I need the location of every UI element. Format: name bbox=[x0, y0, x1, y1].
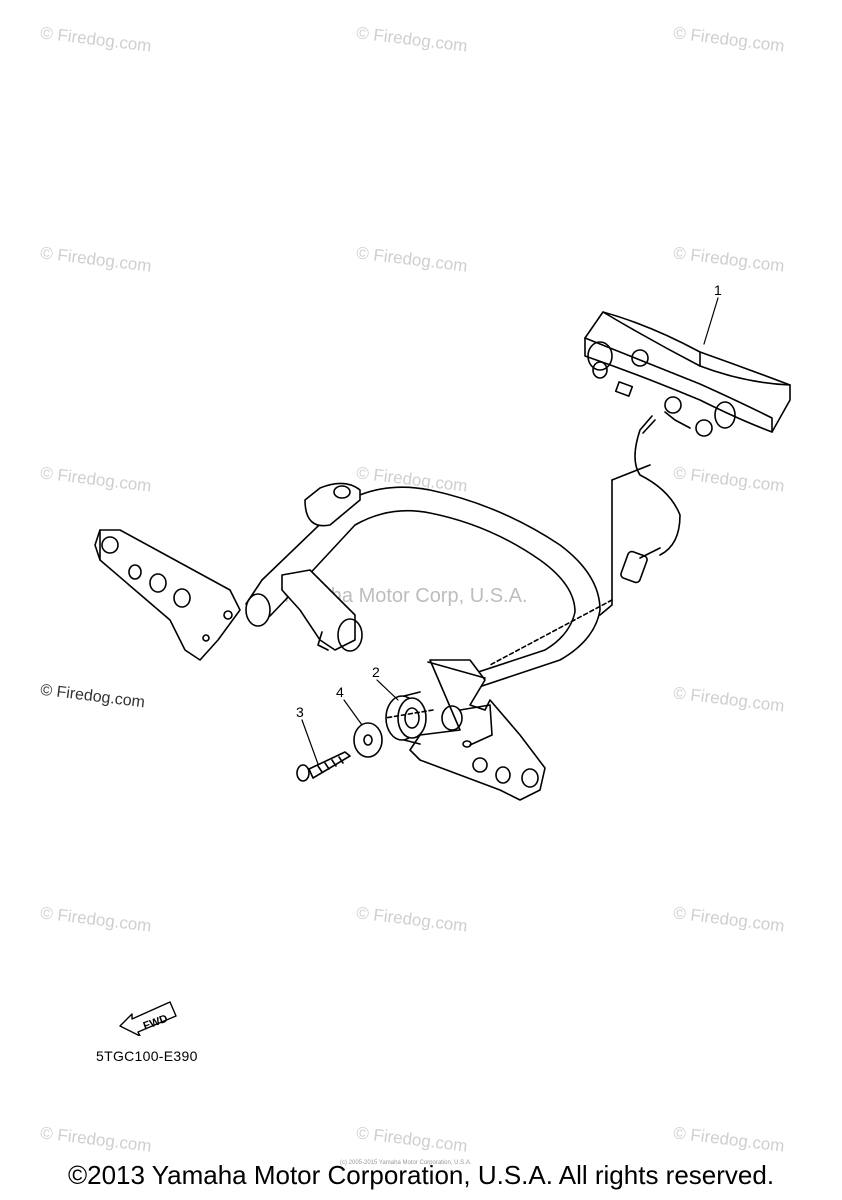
callout-3: 3 bbox=[296, 704, 304, 720]
callout-1: 1 bbox=[714, 282, 722, 298]
grommet bbox=[385, 691, 427, 745]
callout-4: 4 bbox=[336, 684, 344, 700]
copyright-footer: ©2013 Yamaha Motor Corporation, U.S.A. A… bbox=[67, 1160, 775, 1190]
hidden-lines bbox=[384, 599, 613, 719]
fwd-arrow-icon: FWD bbox=[119, 1001, 177, 1036]
rear-carrier-bracket bbox=[94, 482, 601, 801]
part-code: 5TGC100-E390 bbox=[96, 1048, 198, 1064]
washer bbox=[353, 722, 383, 758]
tail-light-assembly bbox=[584, 311, 791, 616]
callout-2: 2 bbox=[372, 664, 380, 680]
callout-leaders bbox=[301, 297, 719, 765]
screw bbox=[296, 751, 351, 782]
tiny-copyright: (c) 2005-2015 Yamaha Motor Corporation, … bbox=[340, 1160, 472, 1166]
